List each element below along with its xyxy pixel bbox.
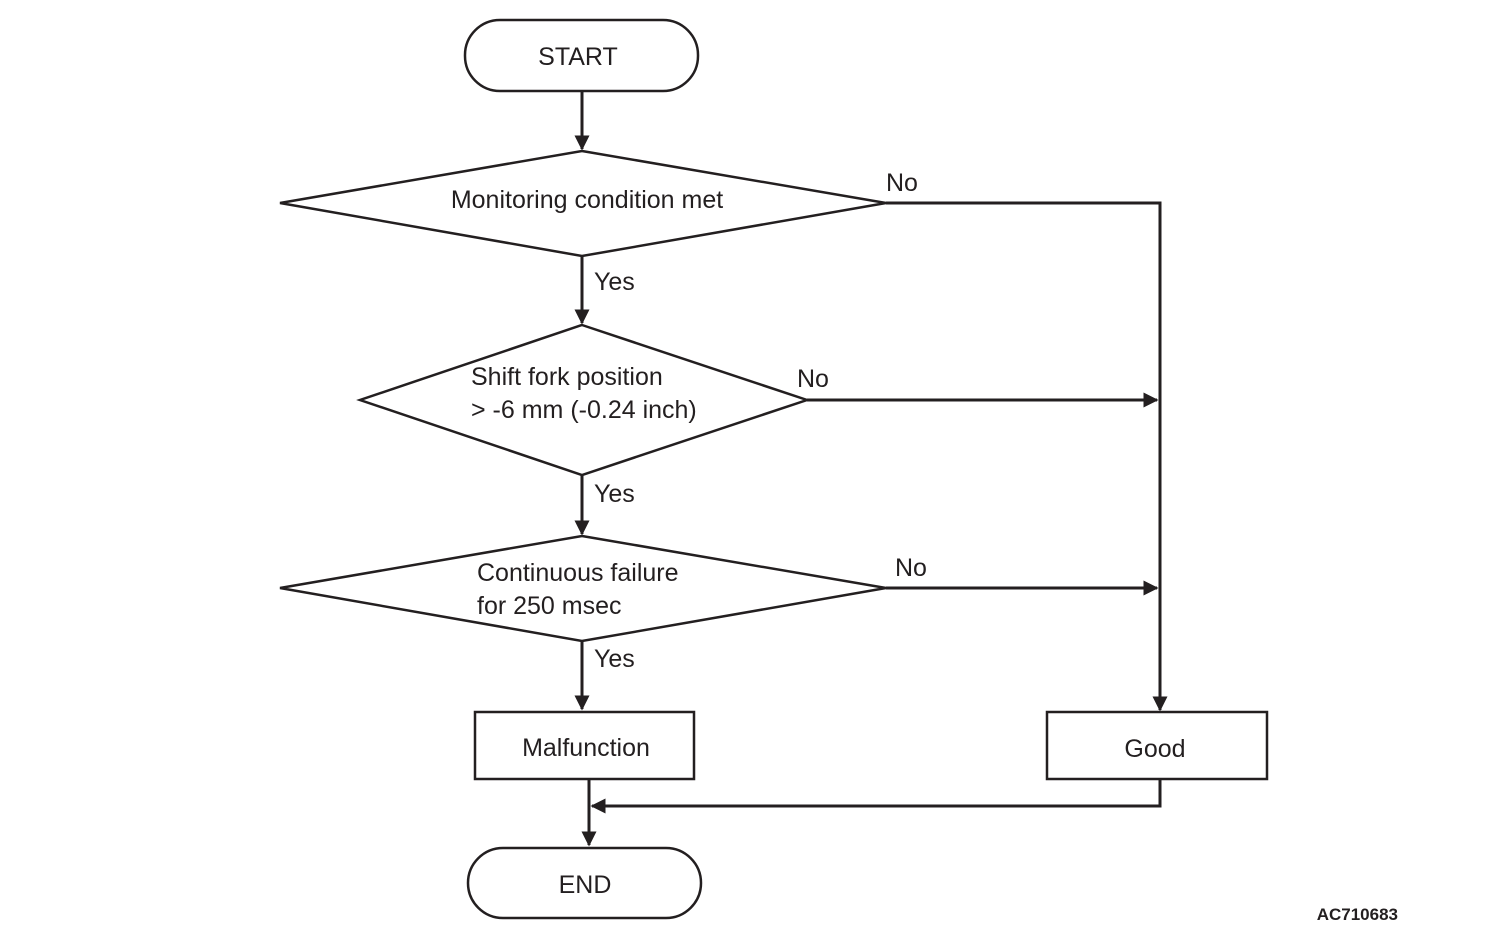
decision-3-yes-label: Yes: [594, 645, 635, 673]
good-shape: [1045, 710, 1269, 781]
decision-1-no-label: No: [886, 169, 918, 197]
decision-3-no-label: No: [895, 554, 927, 582]
malfunction-box: Malfunction: [473, 710, 696, 781]
arrow-decision-1-no-to-good: [886, 201, 1168, 712]
malfunction-shape: [473, 710, 696, 781]
decision-2-yes-label: Yes: [594, 480, 635, 508]
decision-2-no-label: No: [797, 365, 829, 393]
decision-1-text-line-1: Monitoring condition met: [451, 186, 723, 214]
end-terminal: END: [466, 846, 703, 920]
decision-2: Shift fork position > -6 mm (-0.24 inch): [356, 323, 811, 477]
decision-1-yes-label: Yes: [594, 268, 635, 296]
start-terminal: START: [463, 18, 700, 93]
decision-3-shape: [279, 534, 887, 643]
good-box: Good: [1045, 710, 1269, 781]
figure-code: AC710683: [1317, 905, 1398, 924]
decision-1: Monitoring condition met: [279, 149, 887, 258]
arrow-good-to-end: [590, 779, 1162, 814]
decision-3: Continuous failure for 250 msec: [279, 534, 887, 643]
end-shape: [466, 846, 703, 920]
decision-3-text-line-2: for 250 msec: [477, 592, 622, 620]
decision-2-text-line-2: > -6 mm (-0.24 inch): [471, 396, 697, 424]
end-label: END: [559, 871, 612, 899]
start-label: START: [538, 43, 618, 71]
good-label: Good: [1124, 735, 1185, 763]
decision-3-text-line-1: Continuous failure: [477, 559, 679, 587]
malfunction-label: Malfunction: [522, 734, 650, 762]
decision-2-text-line-1: Shift fork position: [471, 363, 663, 391]
